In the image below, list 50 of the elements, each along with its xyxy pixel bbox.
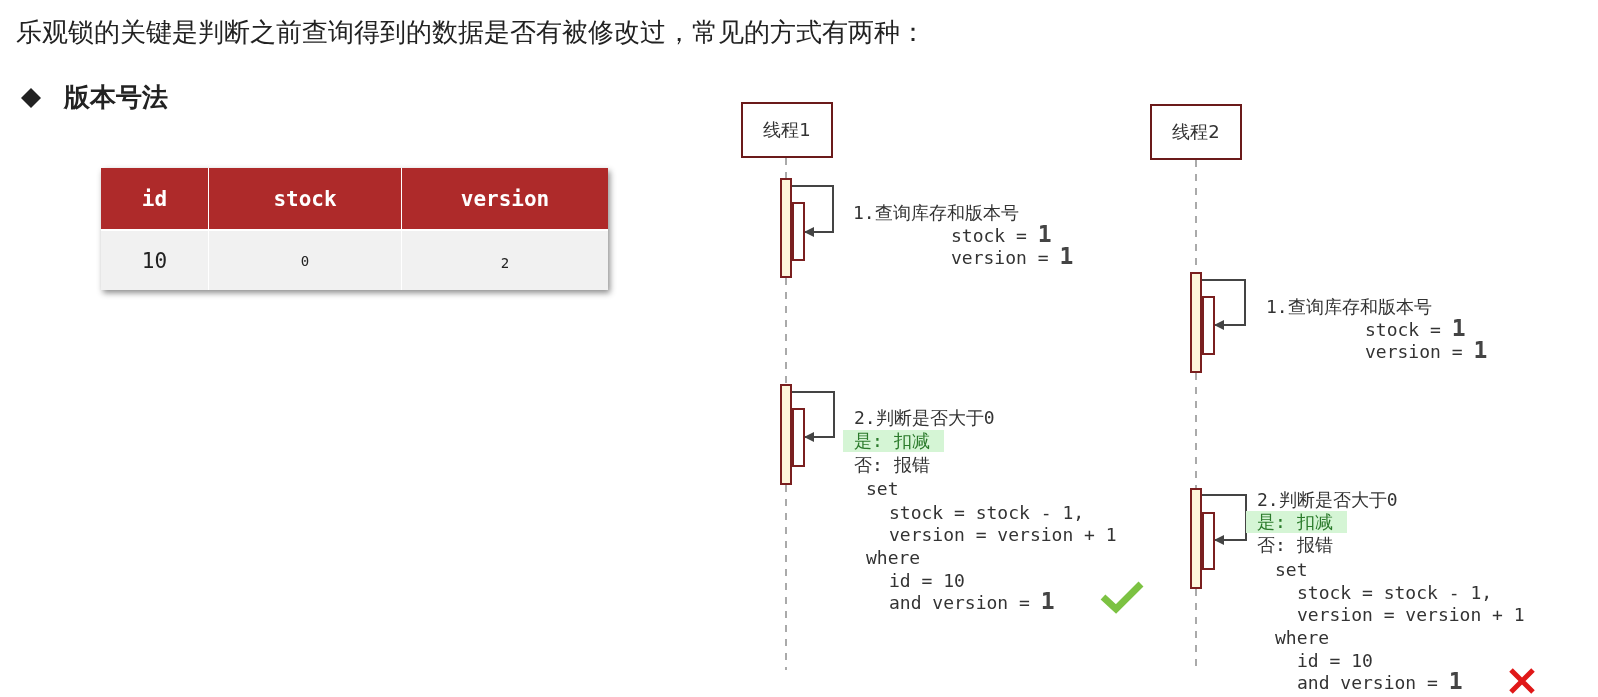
code-text: 2.判断是否大于0 [1257, 491, 1398, 509]
code-text: stock = stock - 1, [889, 504, 1085, 522]
code-text: 1.查询库存和版本号 [853, 204, 1019, 222]
activation-bar [792, 202, 805, 261]
lifeline [785, 484, 787, 671]
activation-bar [780, 384, 792, 485]
activation-bar [1202, 512, 1215, 570]
table-cell: 2 [402, 231, 608, 290]
section-heading: 版本号法 [64, 84, 168, 110]
self-call-arrow [791, 391, 835, 442]
activation-bar [792, 408, 805, 467]
lifeline [785, 157, 787, 179]
code-text: stock = 1 [951, 227, 1052, 245]
code-text: and version = 1 [889, 594, 1055, 612]
highlighted-text: 是: 扣减 [843, 430, 944, 452]
code-text: set [866, 480, 899, 498]
code-text: id = 10 [889, 572, 965, 590]
code-text: where [1275, 629, 1330, 647]
code-text: set [1275, 561, 1308, 579]
lifeline [1195, 372, 1197, 489]
code-text: 2.判断是否大于0 [854, 409, 995, 427]
code-text: version = version + 1 [889, 526, 1117, 544]
activation-bar [1202, 296, 1215, 355]
self-call-arrow [791, 185, 834, 237]
lifeline [785, 277, 787, 385]
code-text: stock = 1 [1365, 321, 1466, 339]
table-cell: 0 [209, 231, 401, 290]
code-text: version = 1 [951, 249, 1074, 267]
activation-bar [1190, 272, 1202, 373]
activation-bar [780, 178, 792, 278]
code-text: id = 10 [1297, 652, 1373, 670]
title: 乐观锁的关键是判断之前查询得到的数据是否有被修改过，常见的方式有两种： [16, 19, 926, 45]
code-text: 否: 报错 [854, 456, 930, 474]
thread-box: 线程1 [741, 102, 833, 158]
code-text: 否: 报错 [1257, 536, 1333, 554]
header-cell: version [402, 168, 608, 229]
header-cell: stock [209, 168, 401, 229]
self-call-arrow [1201, 279, 1246, 330]
code-text: and version = 1 [1297, 674, 1463, 692]
code-text: version = 1 [1365, 343, 1488, 361]
header-cell: id [101, 168, 208, 229]
highlighted-text: 是: 扣减 [1246, 511, 1347, 533]
code-text: 1.查询库存和版本号 [1266, 298, 1432, 316]
code-text: stock = stock - 1, [1297, 584, 1493, 602]
activation-bar [1190, 488, 1202, 589]
self-call-arrow [1201, 494, 1247, 545]
thread-box: 线程2 [1150, 104, 1242, 160]
code-text: where [866, 549, 921, 567]
code-text: version = version + 1 [1297, 606, 1525, 624]
table-cell: 10 [101, 231, 208, 290]
